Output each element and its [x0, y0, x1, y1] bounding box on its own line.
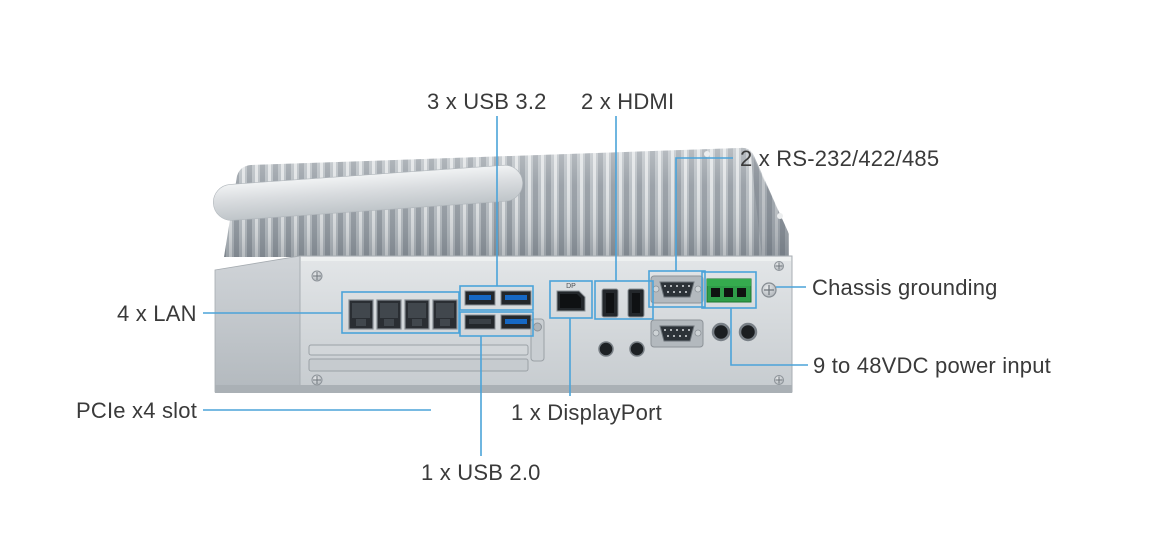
callout-grounding-label: Chassis grounding: [812, 275, 998, 300]
usb2-port: [464, 314, 496, 330]
round-button: [629, 341, 645, 357]
panel-screws: [311, 261, 784, 386]
hdmi-port: [601, 288, 619, 318]
dp-marking: DP: [566, 283, 576, 290]
antenna-hole: [711, 322, 731, 342]
pcie-bracket: [308, 318, 545, 372]
callout-usb20-label: 1 x USB 2.0: [421, 460, 541, 485]
callout-lan-label: 4 x LAN: [117, 301, 197, 326]
lan-port: [348, 299, 374, 330]
antenna-holes: [711, 322, 758, 342]
callout-usb32-label: 3 x USB 3.2: [427, 89, 547, 114]
lan-port: [376, 299, 402, 330]
callout-power-label: 9 to 48VDC power input: [813, 353, 1051, 378]
power-highlight-box: [701, 271, 757, 309]
screw: [311, 374, 323, 386]
lan-port: [404, 299, 430, 330]
grounding-screw: [761, 282, 777, 298]
com-port-1: [650, 275, 704, 304]
heatsink-right-side: [750, 150, 789, 257]
chassis-bottom-strip: [215, 385, 792, 393]
rs232-leader: [675, 157, 733, 271]
chassis-left-side: [214, 255, 301, 393]
leader-lines: [203, 116, 808, 456]
hdmi-highlight-box: [594, 280, 654, 320]
callout-hdmi-label: 2 x HDMI: [581, 89, 675, 114]
heatsink-front-lip: [213, 164, 523, 221]
round-button: [598, 341, 614, 357]
panel-buttons: [598, 341, 645, 357]
lan-port: [432, 299, 458, 330]
callout-rs232-label: 2 x RS-232/422/485: [740, 146, 940, 171]
usb2-highlight-box: [459, 311, 534, 337]
heatsink: [213, 147, 789, 257]
displayport-port: DP: [556, 283, 586, 312]
lan-ports: [348, 299, 458, 330]
com-port-2: [650, 319, 704, 348]
dp-highlight-box: [549, 280, 593, 319]
callout-displayport-label: 1 x DisplayPort: [511, 400, 662, 425]
power-leader: [730, 308, 808, 366]
heatsink-hole: [777, 213, 783, 219]
com-highlight-box: [648, 270, 706, 308]
usb-ports: [464, 290, 532, 330]
usb3-port: [500, 314, 532, 330]
com-ports: [650, 275, 704, 348]
hdmi-port: [627, 288, 645, 318]
usb3-port: [464, 290, 496, 306]
front-panel-top-highlight: [301, 257, 791, 261]
power-terminal: [706, 278, 752, 303]
screw: [311, 270, 323, 282]
port-highlight-boxes: [341, 270, 757, 337]
callout-pcie-label: PCIe x4 slot: [76, 398, 198, 423]
hdmi-ports: [601, 288, 645, 318]
screw: [774, 375, 784, 385]
antenna-hole: [738, 322, 758, 342]
usb3-port: [500, 290, 532, 306]
heatsink-hole: [704, 151, 710, 157]
screw: [774, 261, 784, 271]
